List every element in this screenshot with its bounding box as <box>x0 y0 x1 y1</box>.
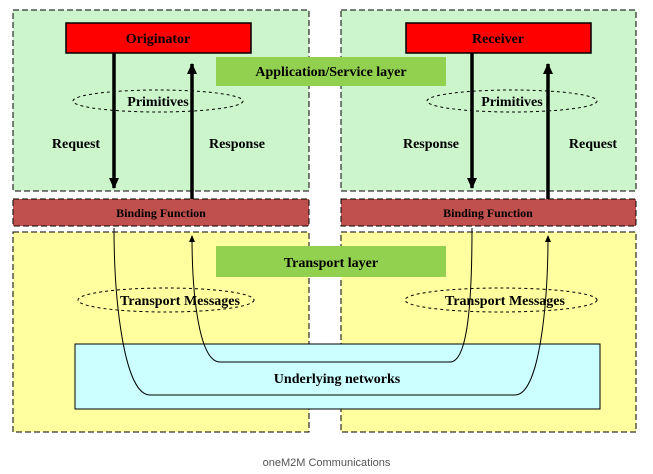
right-down-arrow-label: Response <box>403 137 459 152</box>
originator-box <box>65 22 252 54</box>
right-transport-messages-ellipse <box>404 287 598 313</box>
left-transport-messages-ellipse <box>77 287 255 313</box>
right-up-arrow-label: Request <box>569 137 618 152</box>
left-binding-function-label: Binding Function <box>116 206 206 220</box>
diagram-canvas: Originator Receiver Application/Service … <box>12 9 637 433</box>
left-binding-function-bar <box>12 198 310 227</box>
left-up-arrow-label: Response <box>209 137 265 152</box>
underlying-networks-label: Underlying networks <box>274 372 401 387</box>
originator-label: Originator <box>126 32 191 47</box>
receiver-label: Receiver <box>472 32 524 47</box>
left-primitives-ellipse <box>72 89 244 113</box>
right-primitives-label: Primitives <box>481 95 543 110</box>
right-binding-function-bar <box>340 198 637 227</box>
right-transport-messages-label: Transport Messages <box>445 294 565 309</box>
left-down-arrow-label: Request <box>52 137 101 152</box>
application-layer-box <box>216 57 446 86</box>
receiver-box <box>405 22 592 54</box>
left-transport-messages-label: Transport Messages <box>120 294 240 309</box>
outer-request-path <box>113 227 551 396</box>
application-layer-label: Application/Service layer <box>255 65 406 80</box>
transport-layer-label: Transport layer <box>284 256 378 271</box>
right-binding-function-label: Binding Function <box>443 206 533 220</box>
inner-response-path <box>189 227 473 363</box>
underlying-networks-box <box>74 343 601 410</box>
right-primitives-ellipse <box>426 89 598 113</box>
transport-layer-box <box>216 246 446 277</box>
figure-caption: oneM2M Communications <box>262 457 391 469</box>
left-primitives-label: Primitives <box>127 95 189 110</box>
